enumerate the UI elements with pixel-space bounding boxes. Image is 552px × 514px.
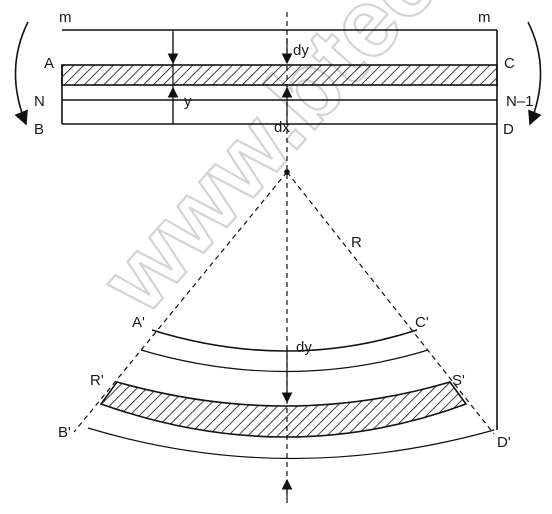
label-N-1: N–1 [506,93,534,110]
arc-inner [140,349,429,373]
moment-arc-left [14,21,29,126]
moment-arc-right [527,21,542,126]
label-dy-top: dy [293,42,309,59]
radius-right-dashed [286,171,495,435]
label-dy-bottom: dy [296,339,312,356]
label-dx: dx [274,119,290,136]
label-S-prime: S' [452,372,465,389]
label-A: A [44,55,54,72]
label-B-prime: B' [58,424,71,441]
label-D-prime: D' [497,434,511,451]
label-y: y [184,93,192,110]
label-m-right: m [478,9,491,26]
label-R-prime: R' [90,372,104,389]
label-A-prime: A' [132,314,145,331]
watermark-text: www.btechnian [80,0,552,333]
label-D: D [503,121,514,138]
hatched-strip-top [61,64,498,86]
label-R: R [351,234,362,251]
curved-beam [73,169,495,460]
label-N: N [34,93,45,110]
radius-left-dashed [73,171,288,433]
label-C-prime: C' [415,314,429,331]
arc-B-D [87,427,495,460]
arc-A-C [151,329,418,352]
label-C: C [504,55,515,72]
hatched-strip-curved [99,381,468,438]
straight-beam [61,29,498,430]
label-B: B [34,121,44,138]
label-m-left: m [59,9,72,26]
center-of-curvature-dot [284,169,290,175]
